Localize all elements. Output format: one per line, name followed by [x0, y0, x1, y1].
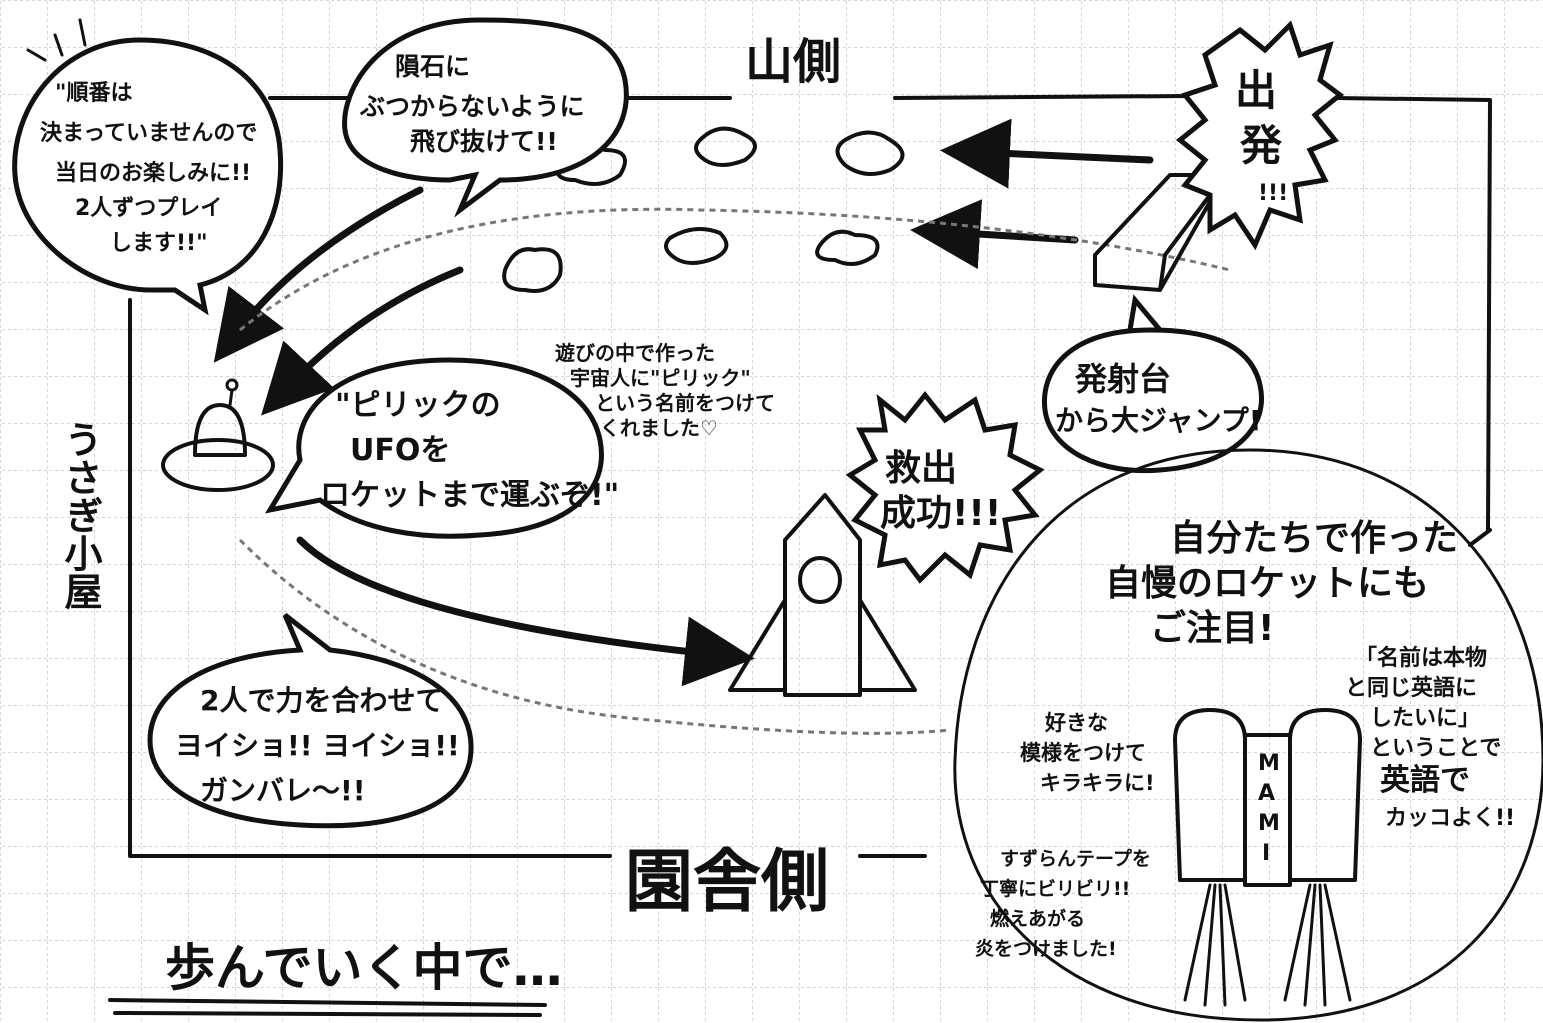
svg-text:救出成功!!!: 救出成功!!! — [880, 448, 1001, 534]
track-path — [238, 207, 1231, 735]
arrows — [213, 118, 1154, 687]
launch-platform — [1093, 173, 1227, 292]
mountain-side-label: 山側 — [745, 34, 841, 90]
emphasis-marks — [26, 18, 87, 62]
svg-text:発射台から大ジャンプ!: 発射台から大ジャンプ! — [1055, 360, 1262, 437]
arrow — [910, 199, 1079, 270]
meteor — [502, 247, 563, 293]
footer-underline — [108, 998, 547, 1017]
svg-text:2人で力を合わせてヨイショ!! ヨイショ!!ガンバレ〜!!: 2人で力を合わせてヨイショ!! ヨイショ!!ガンバレ〜!! — [175, 684, 460, 807]
meteor — [835, 130, 905, 176]
arrow — [940, 118, 1154, 189]
start-bubble: 出発!!! — [1175, 20, 1345, 251]
rocket-detail-oval: 自分たちで作った自慢のロケットにもご注目! 「名前は本物と同じ英語にしたいに」と… — [953, 448, 1543, 1022]
meteors — [502, 126, 905, 293]
rabbit-hut-label: うさぎ小屋 — [58, 420, 102, 610]
order-bubble: "順番は決まっていませんので当日のお楽しみに!!2人ずつプレイします!!" — [12, 37, 284, 316]
svg-text:自分たちで作った自慢のロケットにもご注目!: 自分たちで作った自慢のロケットにもご注目! — [1105, 518, 1458, 649]
arrow — [296, 536, 755, 687]
meteor-bubble: 隕石にぶつからないように飛び抜けて!! — [342, 17, 629, 218]
svg-text:隕石にぶつからないように飛び抜けて!!: 隕石にぶつからないように飛び抜けて!! — [359, 52, 585, 156]
meteor — [664, 227, 729, 265]
rescue-bubble: 救出成功!!! — [845, 390, 1045, 584]
footer-text: 歩んでいく中で… — [165, 939, 563, 997]
svg-text:すずらんテープを丁寧にビリビリ!!燃えあがる炎をつけました!: すずらんテープを丁寧にビリビリ!!燃えあがる炎をつけました! — [975, 847, 1151, 960]
alien-note: 遊びの中で作った宇宙人に"ピリック"という名前をつけてくれました♡ — [555, 341, 775, 440]
svg-text:「名前は本物と同じ英語にしたいに」ということで英語でカッコよ: 「名前は本物と同じ英語にしたいに」ということで英語でカッコよく!! — [1345, 645, 1515, 831]
svg-text:"順番は決まっていませんので当日のお楽しみに!!2人ずつプレ: "順番は決まっていませんので当日のお楽しみに!!2人ずつプレイします!!" — [40, 81, 257, 256]
together-bubble: 2人で力を合わせてヨイショ!! ヨイショ!!ガンバレ〜!! — [147, 613, 474, 829]
arrow — [213, 186, 424, 363]
rocket-figure — [728, 493, 917, 697]
svg-text:好きな模様をつけてキラキラに!: 好きな模様をつけてキラキラに! — [1020, 711, 1155, 795]
arrow — [261, 266, 464, 416]
jump-bubble: 発射台から大ジャンプ! — [1041, 294, 1264, 474]
svg-text:出発!!!: 出発!!! — [1235, 66, 1288, 206]
ufo-figure — [161, 378, 275, 492]
meteor — [815, 229, 880, 266]
meteor — [694, 126, 757, 167]
school-side-label: 園舎側 — [625, 843, 829, 922]
